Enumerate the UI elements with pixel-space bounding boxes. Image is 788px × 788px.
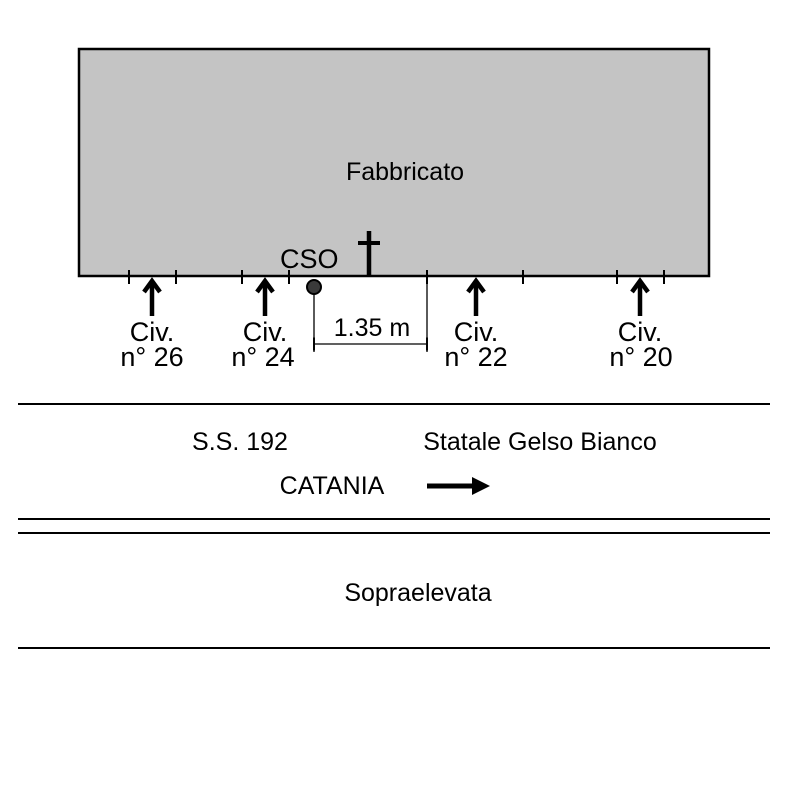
- civic-label-line2: n° 26: [120, 342, 183, 372]
- civic-label-line2: n° 22: [444, 342, 507, 372]
- cso-point: [306, 279, 322, 295]
- road-lines: [18, 403, 770, 649]
- civic-label-line1: Civ.: [243, 317, 288, 347]
- measure-label: 1.35 m: [334, 314, 410, 342]
- civic-labels: Civ. n° 26 Civ. n° 24 Civ. n° 22 Civ. n°…: [120, 317, 672, 372]
- entrance-arrows: [142, 277, 650, 316]
- up-arrow-icon: [630, 277, 650, 316]
- road-locality: Statale Gelso Bianco: [423, 428, 656, 456]
- building-rect: [77, 47, 711, 278]
- up-arrow-icon: [255, 277, 275, 316]
- facade-ticks: [128, 270, 665, 284]
- civic-label-line2: n° 24: [231, 342, 294, 372]
- building-label: Fabbricato: [346, 158, 464, 186]
- road-name: S.S. 192: [192, 428, 288, 456]
- cso-label: CSO: [280, 244, 339, 274]
- civic-label-line2: n° 20: [609, 342, 672, 372]
- overpass-label: Sopraelevata: [344, 579, 491, 607]
- civic-label-line1: Civ.: [130, 317, 175, 347]
- up-arrow-icon: [466, 277, 486, 316]
- measure-dimension: [313, 284, 428, 352]
- right-arrow-icon: [427, 477, 490, 495]
- cross-icon: [358, 231, 380, 276]
- civic-label-line1: Civ.: [618, 317, 663, 347]
- civic-label-line1: Civ.: [454, 317, 499, 347]
- up-arrow-icon: [142, 277, 162, 316]
- direction-label: CATANIA: [280, 472, 385, 500]
